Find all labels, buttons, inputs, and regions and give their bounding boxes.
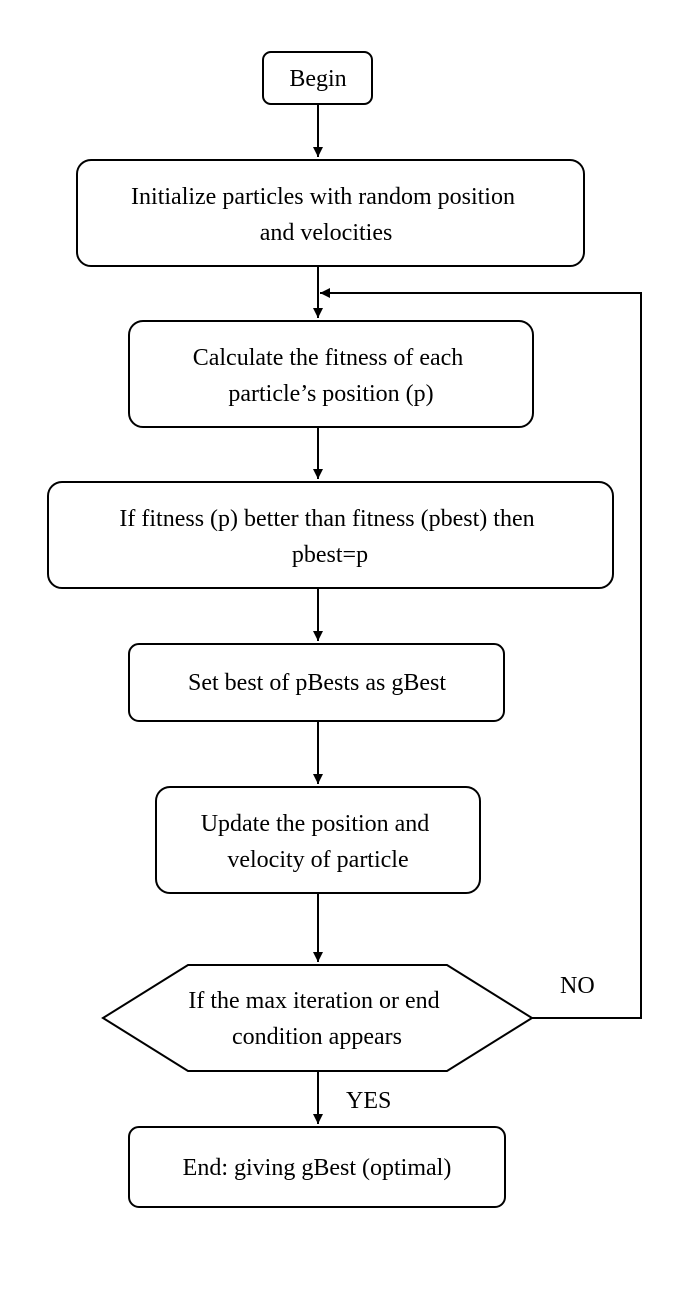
fitness-text: Calculate the fitness of each particle’s… (193, 345, 470, 407)
decision-hexagon (101, 964, 534, 1072)
initialize-text: Initialize particles with random positio… (131, 184, 521, 246)
pbest-box (47, 481, 614, 589)
yes-label: YES (346, 1088, 391, 1114)
no-loop-connector (320, 288, 642, 1019)
update-text: Update the position and velocity of part… (201, 811, 436, 873)
begin-text: Begin (289, 66, 346, 92)
pbest-text: If fitness (p) better than fitness (pbes… (119, 506, 540, 568)
initialize-box (76, 159, 585, 267)
gbest-box (128, 643, 505, 722)
end-text: End: giving gBest (optimal) (183, 1155, 452, 1181)
gbest-text: Set best of pBests as gBest (188, 670, 446, 696)
fitness-box (128, 320, 534, 428)
decision-text: If the max iteration or end condition ap… (188, 988, 445, 1050)
no-label: NO (560, 973, 595, 999)
update-box (155, 786, 481, 894)
end-box (128, 1126, 506, 1208)
